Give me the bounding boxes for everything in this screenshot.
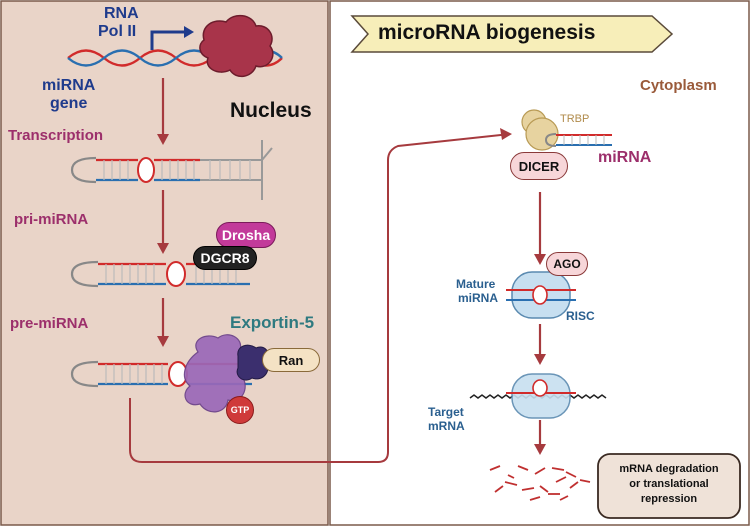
title-banner bbox=[350, 15, 674, 53]
dicer-complex bbox=[521, 109, 612, 151]
mirna-label: miRNA bbox=[598, 149, 652, 166]
dicer-badge: DICER bbox=[510, 152, 568, 180]
transcription-start-arrow bbox=[150, 30, 184, 50]
rna-pol-label-line2: Pol II bbox=[98, 23, 137, 40]
pri-mirna-label: pri-miRNA bbox=[14, 211, 89, 228]
ago-badge: AGO bbox=[546, 252, 588, 276]
dgcr8-badge: DGCR8 bbox=[193, 246, 257, 270]
risc-complex bbox=[506, 271, 576, 319]
gtp-badge: GTP bbox=[226, 396, 254, 424]
pri-mirna-transcript bbox=[70, 140, 273, 200]
exportin-5-label: Exportin-5 bbox=[230, 313, 315, 332]
mature-mirna-label-line2: miRNA bbox=[458, 291, 499, 305]
cytoplasm-label: Cytoplasm bbox=[640, 77, 717, 94]
pre-mirna-label: pre-miRNA bbox=[10, 315, 89, 332]
pre-mirna-export-complex bbox=[70, 334, 269, 413]
title-label: microRNA biogenesis bbox=[378, 21, 596, 44]
outcome-label-line1: mRNA degradation bbox=[619, 463, 719, 475]
target-mrna-complex bbox=[469, 373, 607, 419]
risc-label: RISC bbox=[566, 309, 595, 323]
mirna-gene-label-line1: miRNA bbox=[42, 77, 96, 94]
mature-mirna-label-line1: Mature bbox=[456, 277, 496, 291]
export-arrow-head bbox=[500, 128, 512, 140]
target-mrna-label-line2: mRNA bbox=[428, 419, 465, 433]
nucleus-flow-arrows bbox=[157, 78, 169, 347]
rna-polymerase-blob bbox=[199, 14, 274, 78]
trbp-label: TRBP bbox=[560, 113, 590, 125]
export-connector-arrow bbox=[129, 133, 511, 463]
drosha-badge: Drosha bbox=[216, 222, 276, 248]
target-mrna-label-line1: Target bbox=[428, 405, 464, 419]
outcome-box bbox=[597, 453, 741, 519]
transcription-label: Transcription bbox=[8, 127, 104, 144]
outcome-label-line3: repression bbox=[640, 493, 698, 505]
nucleus-label: Nucleus bbox=[230, 99, 312, 122]
mirna-gene-label-line2: gene bbox=[50, 95, 88, 112]
transcription-start-arrow-head bbox=[184, 26, 194, 38]
degraded-rna-fragments bbox=[489, 465, 591, 501]
ran-badge: Ran bbox=[262, 348, 320, 372]
rna-pol-label-line1: RNA bbox=[104, 5, 139, 22]
exportin-5-protein bbox=[183, 334, 250, 413]
cytoplasm-flow-arrows bbox=[534, 192, 546, 455]
outcome-label-line2: or translational bbox=[629, 478, 709, 490]
